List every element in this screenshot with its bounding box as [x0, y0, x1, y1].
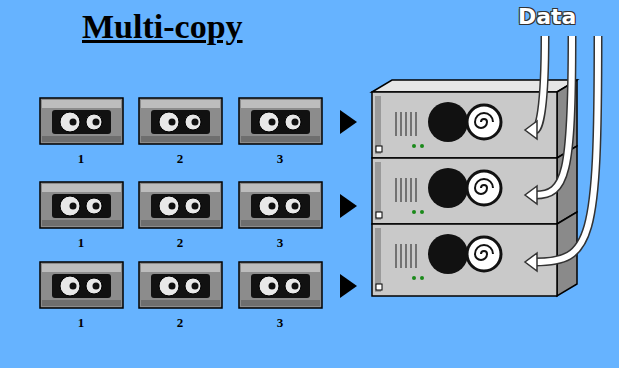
- callout-number: 3: [277, 315, 284, 331]
- tape-cassette: [239, 262, 322, 308]
- tape-cassette: [40, 98, 123, 144]
- title: Multi-copy: [82, 8, 243, 46]
- callout-number: 3: [277, 151, 284, 167]
- callout-number: 2: [177, 235, 184, 251]
- callout-number: 1: [78, 315, 85, 331]
- tape-cassette: [40, 262, 123, 308]
- feed-triangle: [340, 194, 357, 218]
- tape-drive: [372, 212, 577, 296]
- callout-number: 2: [177, 315, 184, 331]
- tape-cassette: [239, 182, 322, 228]
- tape-cassette: [139, 98, 222, 144]
- cassettes: [40, 98, 322, 308]
- callout-number: 2: [177, 151, 184, 167]
- data-label: Data: [518, 4, 576, 29]
- callout-number: 1: [78, 235, 85, 251]
- feed-triangle: [340, 274, 357, 298]
- tape-cassette: [139, 182, 222, 228]
- callout-number: 3: [277, 235, 284, 251]
- tape-drive: [372, 146, 577, 224]
- feed-triangle: [340, 110, 357, 134]
- tape-cassette: [40, 182, 123, 228]
- callout-number: 1: [78, 151, 85, 167]
- tape-cassette: [139, 262, 222, 308]
- data-arrows: [525, 36, 598, 271]
- tape-cassette: [239, 98, 322, 144]
